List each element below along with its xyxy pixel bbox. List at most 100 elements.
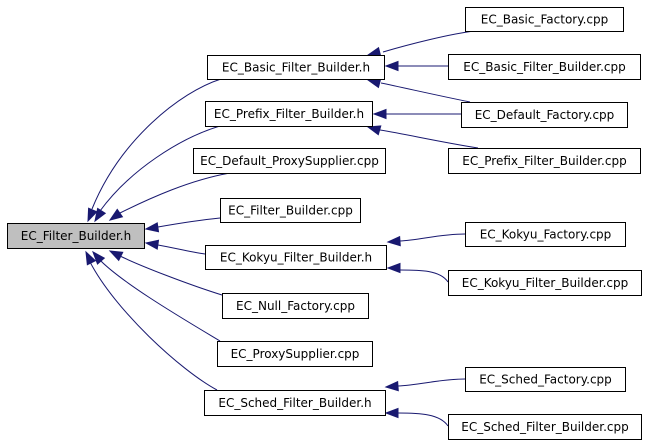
edges-layer [85, 30, 479, 427]
edge-sched_factory_cpp-to-sched_fb_h [384, 378, 466, 392]
edge-kokyu_fb_cpp-to-kokyu_fb_h [386, 262, 449, 283]
node-box[interactable] [448, 414, 642, 440]
node-label: EC_Sched_Factory.cpp [479, 373, 612, 387]
edge-line [382, 30, 475, 53]
node-label: EC_Basic_Filter_Builder.cpp [463, 60, 625, 74]
edge-default_ps_cpp-to-root [108, 172, 231, 221]
arrowhead-icon [386, 235, 401, 247]
arrowhead-icon [108, 208, 124, 221]
node-box[interactable] [448, 270, 642, 296]
edge-line [117, 172, 231, 215]
node-box[interactable] [448, 54, 641, 80]
node-box[interactable] [448, 148, 641, 174]
edge-line [99, 125, 221, 212]
node-box[interactable] [217, 341, 373, 367]
arrowhead-icon [144, 222, 160, 233]
node-basic-fb-cpp[interactable]: EC_Basic_Filter_Builder.cpp [448, 54, 641, 80]
arrowhead-icon [366, 78, 382, 89]
node-sched-fb-h[interactable]: EC_Sched_Filter_Builder.h [204, 390, 386, 416]
node-label: EC_Basic_Factory.cpp [481, 13, 609, 27]
node-fb-cpp[interactable]: EC_Filter_Builder.cpp [220, 198, 361, 223]
node-default-ps-cpp[interactable]: EC_Default_ProxySupplier.cpp [193, 148, 386, 174]
node-kokyu-factory-cpp[interactable]: EC_Kokyu_Factory.cpp [465, 222, 626, 247]
edge-prefix_fb_h-to-root [94, 125, 221, 223]
edge-prefix_fb_cpp-to-prefix_fb_h [366, 125, 479, 149]
arrowhead-icon [386, 262, 401, 274]
node-sched-factory-cpp[interactable]: EC_Sched_Factory.cpp [465, 367, 626, 392]
edge-line [91, 78, 222, 210]
arrowhead-icon [372, 108, 387, 120]
node-box[interactable] [205, 245, 387, 270]
edge-basic_fb_h-to-root [87, 78, 222, 223]
node-label: EC_Kokyu_Filter_Builder.h [220, 251, 372, 265]
node-box[interactable] [465, 222, 626, 247]
arrowhead-icon [384, 380, 399, 392]
node-label: EC_Filter_Builder.cpp [228, 204, 353, 218]
node-basic-fb-h[interactable]: EC_Basic_Filter_Builder.h [207, 55, 385, 80]
node-sched-fb-cpp[interactable]: EC_Sched_Filter_Builder.cpp [448, 414, 642, 440]
edge-line [117, 254, 223, 296]
arrowhead-icon [85, 250, 97, 266]
node-box[interactable] [207, 55, 385, 80]
node-label: EC_Prefix_Filter_Builder.cpp [462, 154, 626, 168]
node-label: EC_Prefix_Filter_Builder.h [214, 107, 364, 121]
edge-basic_factory_cpp-to-basic_fb_h [366, 30, 475, 58]
edge-default_factory_cpp-to-basic_fb_h [366, 78, 471, 103]
edge-kokyu_factory_cpp-to-kokyu_fb_h [386, 233, 466, 247]
arrowhead-icon [384, 407, 399, 419]
edge-sched_fb_h-to-root [85, 250, 218, 391]
node-box[interactable] [222, 293, 369, 319]
arrowhead-icon [92, 250, 106, 265]
edge-line [399, 269, 449, 283]
arrowhead-icon [94, 207, 107, 223]
node-prefix-fb-h[interactable]: EC_Prefix_Filter_Builder.h [205, 101, 373, 127]
node-kokyu-fb-h[interactable]: EC_Kokyu_Filter_Builder.h [205, 245, 387, 270]
node-label: EC_Kokyu_Factory.cpp [480, 228, 612, 242]
arrowhead-icon [87, 207, 98, 223]
node-box[interactable] [205, 101, 373, 127]
edge-null_factory_cpp-to-root [108, 250, 223, 296]
node-default-factory-cpp[interactable]: EC_Default_Factory.cpp [461, 102, 628, 128]
node-box[interactable] [461, 102, 628, 128]
nodes-layer: EC_Filter_Builder.h EC_Basic_Filter_Build… [7, 7, 642, 440]
edge-line [97, 257, 221, 342]
arrowhead-icon [366, 125, 382, 136]
node-kokyu-fb-cpp[interactable]: EC_Kokyu_Filter_Builder.cpp [448, 270, 642, 296]
edge-line [397, 412, 449, 427]
edge-ps_cpp-to-root [92, 250, 221, 342]
node-label: EC_Sched_Filter_Builder.cpp [461, 420, 628, 434]
edge-sched_fb_cpp-to-sched_fb_h [384, 407, 449, 427]
root-node[interactable]: EC_Filter_Builder.h [7, 223, 145, 249]
node-label: EC_Sched_Filter_Builder.h [218, 396, 371, 410]
edge-line [399, 233, 466, 242]
arrowhead-icon [144, 239, 160, 250]
node-label: EC_Default_Factory.cpp [475, 108, 615, 122]
node-box[interactable] [465, 367, 626, 392]
node-ps-cpp[interactable]: EC_ProxySupplier.cpp [217, 341, 373, 367]
edge-line [157, 217, 221, 228]
edge-line [89, 261, 218, 391]
edge-line [380, 82, 471, 103]
edge-line [157, 244, 206, 255]
node-box[interactable] [7, 223, 145, 249]
node-label: EC_Default_ProxySupplier.cpp [200, 154, 379, 168]
node-label: EC_Null_Factory.cpp [236, 299, 355, 313]
edge-kokyu_fb_h-to-root [144, 239, 206, 255]
node-box[interactable] [465, 7, 624, 32]
node-label: EC_Basic_Filter_Builder.h [222, 61, 370, 75]
arrowhead-icon [108, 250, 124, 262]
node-null-factory-cpp[interactable]: EC_Null_Factory.cpp [222, 293, 369, 319]
arrowhead-icon [384, 60, 399, 72]
edge-line [379, 129, 479, 149]
node-box[interactable] [220, 198, 361, 223]
edge-line [397, 378, 466, 387]
edge-basic_fb_cpp-to-basic_fb_h [384, 60, 448, 72]
node-basic-factory-cpp[interactable]: EC_Basic_Factory.cpp [465, 7, 624, 32]
node-box[interactable] [204, 390, 386, 416]
node-label: EC_Kokyu_Filter_Builder.cpp [462, 276, 629, 290]
node-prefix-fb-cpp[interactable]: EC_Prefix_Filter_Builder.cpp [448, 148, 641, 174]
node-box[interactable] [193, 148, 386, 174]
node-label: EC_Filter_Builder.h [21, 229, 131, 243]
edge-default_factory_cpp-to-prefix_fb_h [372, 108, 461, 120]
